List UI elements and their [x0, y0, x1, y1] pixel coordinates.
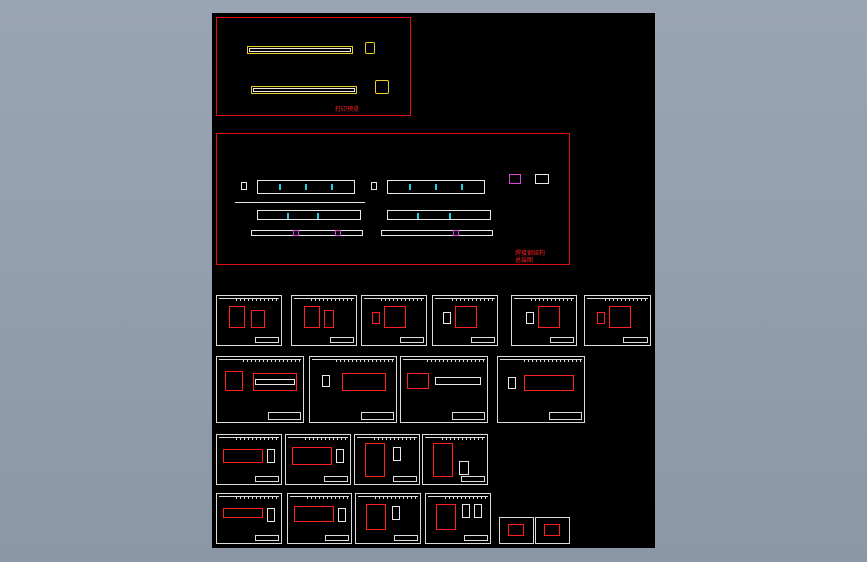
cyan-marker	[417, 213, 419, 219]
frame1-title: 打印预览	[335, 106, 360, 113]
detail-small	[509, 174, 521, 184]
cyan-marker	[409, 184, 411, 190]
detail-sheet-small[interactable]	[535, 517, 570, 544]
cyan-marker	[435, 184, 437, 190]
assembly-bottom-left	[251, 230, 363, 236]
support-detail-bottom	[375, 80, 389, 94]
assembly-bottom-right	[381, 230, 493, 236]
cyan-marker	[449, 213, 451, 219]
assembly-elevation-right	[387, 210, 491, 220]
section-box	[371, 182, 377, 190]
beam-elevation-top-inner	[249, 48, 351, 52]
detail-sheet[interactable]	[425, 493, 491, 544]
assembly-plan-left	[257, 180, 355, 194]
detail-sheet[interactable]	[400, 356, 488, 423]
magenta-part	[293, 230, 299, 236]
magenta-part	[453, 230, 459, 236]
detail-small	[535, 174, 549, 184]
cad-viewport[interactable]: 打印预览 焊接钢结构 总装图	[212, 13, 655, 548]
detail-sheet[interactable]	[511, 295, 577, 346]
assembly-elevation-left	[257, 210, 361, 220]
detail-sheet[interactable]	[291, 295, 357, 346]
cyan-marker	[305, 184, 307, 190]
detail-sheet[interactable]	[355, 493, 421, 544]
beam-elevation-bottom-inner	[253, 88, 355, 92]
drawing-frame-assembly[interactable]: 焊接钢结构 总装图	[216, 133, 570, 265]
cyan-marker	[461, 184, 463, 190]
detail-sheet[interactable]	[354, 434, 420, 485]
detail-sheet[interactable]	[216, 295, 282, 346]
cyan-marker	[317, 213, 319, 219]
frame2-title-line2: 总装图	[515, 257, 534, 264]
detail-sheet[interactable]	[287, 493, 352, 544]
detail-sheet[interactable]	[309, 356, 397, 423]
assembly-plan-right	[387, 180, 485, 194]
frame2-title-line1: 焊接钢结构	[515, 250, 546, 257]
detail-sheet-small[interactable]	[499, 517, 534, 544]
detail-sheet[interactable]	[216, 356, 304, 423]
detail-sheet[interactable]	[216, 434, 282, 485]
detail-sheet[interactable]	[361, 295, 427, 346]
support-detail-top	[365, 42, 375, 54]
centerline	[235, 202, 365, 203]
beam-elevation-bottom	[251, 86, 357, 94]
section-box	[241, 182, 247, 190]
detail-sheet[interactable]	[584, 295, 651, 346]
cyan-marker	[331, 184, 333, 190]
detail-sheet[interactable]	[432, 295, 498, 346]
detail-sheet[interactable]	[497, 356, 585, 423]
cyan-marker	[279, 184, 281, 190]
beam-elevation-top	[247, 46, 353, 54]
drawing-frame-overview[interactable]: 打印预览	[216, 17, 411, 116]
cyan-marker	[287, 213, 289, 219]
detail-sheet[interactable]	[216, 493, 282, 544]
detail-sheet[interactable]	[285, 434, 351, 485]
detail-sheet[interactable]	[422, 434, 488, 485]
magenta-part	[335, 230, 341, 236]
